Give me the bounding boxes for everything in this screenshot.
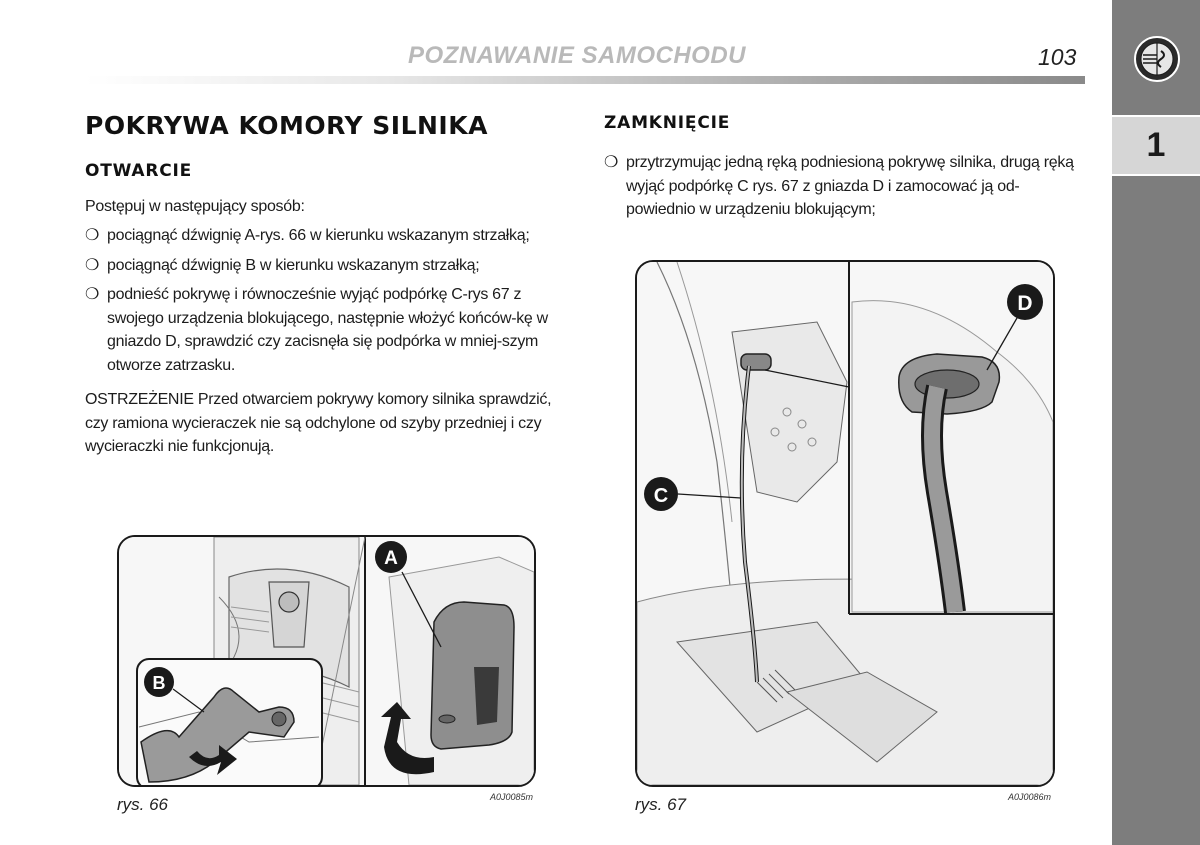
figure-67-caption: rys. 67 [635,795,687,814]
list-item: ❍ pociągnąć dźwignię B w kierunku wskazan… [85,254,567,278]
header-rule [85,76,1085,84]
step-text: pociągnąć dźwignię B w kierunku wskazany… [107,256,480,274]
bullet-icon: ❍ [85,286,100,303]
chapter-number: 1 [1146,126,1166,164]
hood-prop-rod-drawing: D C [637,262,1053,785]
opening-subtitle: OTWARCIE [85,161,193,181]
closing-subtitle: ZAMKNIĘCIE [604,113,731,133]
figure-66-code: A0J0085m [490,792,534,802]
hood-release-drawing: A B [119,537,534,785]
callout-d-label: D [1017,292,1032,315]
sidebar-bottom-block [1112,176,1200,845]
callout-a-label: A [384,548,398,569]
list-item: ❍ podnieść pokrywę i równocześnie wyjąć p… [85,283,567,377]
step-text: podnieść pokrywę i równocześnie wyjąć po… [107,286,548,374]
callout-d-marker [1007,284,1043,320]
bullet-icon: ❍ [604,154,619,171]
figure-66-caption: rys. 66 [117,795,169,814]
callout-c-label: C [654,485,668,507]
pull-arrow-b-icon [189,745,237,775]
list-item: ❍ przytrzymując jedną ręką podniesioną po… [604,151,1086,222]
callout-c-marker [644,477,678,511]
figure-67-illustration: D C [635,260,1055,787]
closing-steps-list: ❍ przytrzymując jedną ręką podniesioną po… [604,151,1086,228]
section-title: POKRYWA KOMORY SILNIKA [85,111,488,140]
step-text: przytrzymując jedną ręką podniesioną pok… [626,154,1074,218]
alfa-romeo-badge-icon [1134,36,1180,82]
running-header-title: POZNAWANIE SAMOCHODU [408,42,747,69]
callout-b-label: B [153,673,166,693]
figure-66-illustration: A B [117,535,536,787]
callout-a-marker [375,541,407,573]
list-item: ❍ pociągnąć dźwignię A-rys. 66 w kierunku… [85,224,567,248]
opening-steps-list: ❍ pociągnąć dźwignię A-rys. 66 w kierunku… [85,224,567,383]
intro-text: Postępuj w następujący sposób: [85,198,305,215]
pull-arrow-a-icon [381,702,434,775]
figure-67-code: A0J0086m [1008,792,1052,802]
warning-text: OSTRZEŻENIE Przed otwarciem pokrywy komo… [85,391,552,455]
callout-b-marker [144,667,174,697]
bullet-icon: ❍ [85,256,100,274]
chapter-tab [1112,117,1200,174]
step-text: pociągnąć dźwignię A-rys. 66 w kierunku … [107,227,530,244]
bullet-icon: ❍ [85,227,100,244]
page-number: 103 [1038,44,1077,70]
